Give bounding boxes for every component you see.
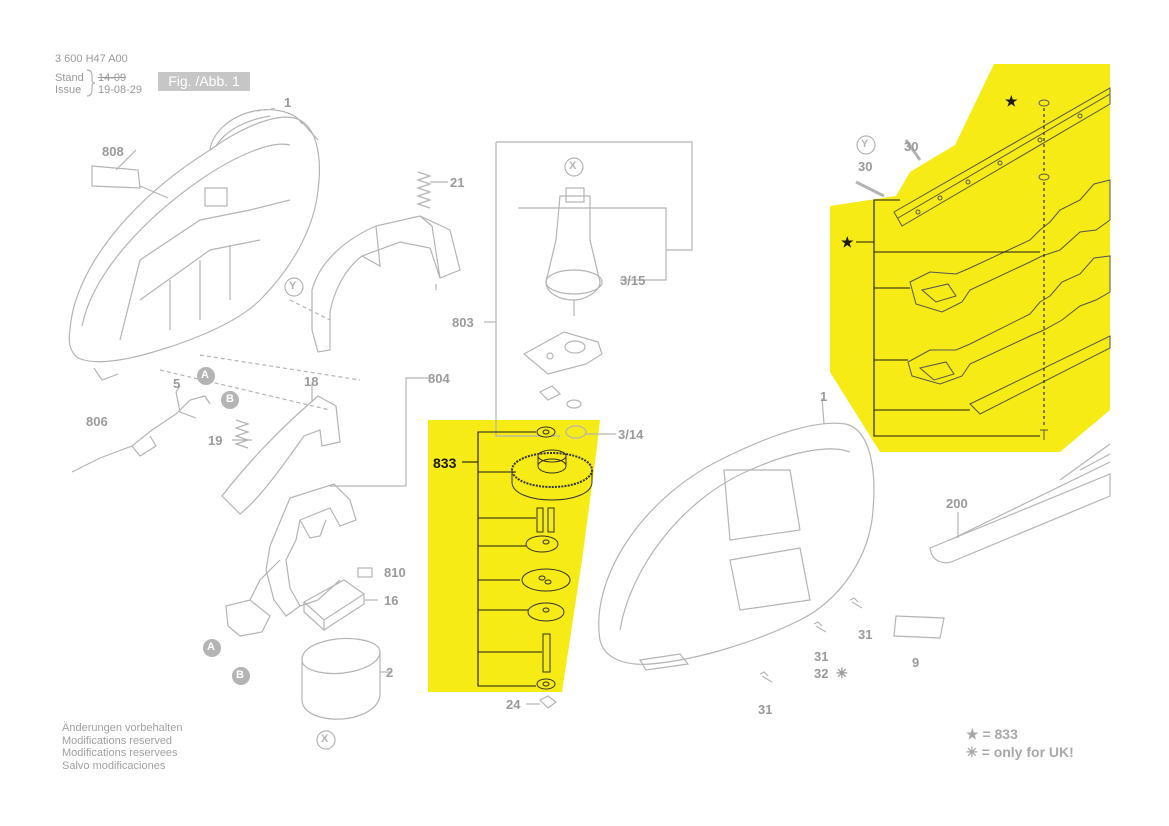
callout-x-top: X bbox=[569, 160, 577, 172]
uk-asterisk-icon: ✳ bbox=[836, 665, 848, 681]
callout-21: 21 bbox=[450, 175, 465, 190]
legend-asterisk-text: = only for UK! bbox=[981, 744, 1074, 760]
callout-31-a: 31 bbox=[858, 627, 873, 642]
callout-x-bottom: X bbox=[321, 733, 329, 745]
callout-30-b: 30 bbox=[858, 159, 873, 174]
switch-assembly bbox=[265, 483, 357, 617]
note-fr: Modifications reservees bbox=[62, 747, 178, 759]
housing-right bbox=[598, 422, 875, 665]
callout-y-left: Y bbox=[289, 280, 297, 292]
callout-y-right: Y bbox=[861, 138, 869, 150]
callout-3-14: 3/14 bbox=[618, 427, 644, 442]
trigger-18 bbox=[221, 395, 341, 515]
callout-3-15: 3/15 bbox=[620, 273, 646, 288]
blade-guard-200 bbox=[929, 473, 1111, 564]
highlight-blade-group bbox=[830, 64, 1110, 452]
callout-24: 24 bbox=[506, 697, 521, 712]
note-es: Salvo modificaciones bbox=[62, 759, 166, 772]
legend-star-icon: ★ bbox=[966, 726, 979, 742]
callout-16: 16 bbox=[384, 593, 399, 608]
callout-a-1: A bbox=[201, 369, 209, 381]
callout-31-b: 31 bbox=[814, 649, 829, 664]
connector-block-16 bbox=[302, 579, 366, 632]
bearing-plate bbox=[522, 331, 603, 375]
callout-18: 18 bbox=[304, 374, 319, 389]
document-number: 3 600 H47 A00 bbox=[55, 53, 128, 65]
issue-date: 19-08-29 bbox=[98, 84, 143, 96]
stand-date: 14-09 bbox=[98, 72, 127, 84]
callout-804: 804 bbox=[428, 371, 450, 386]
star-icon-group: ★ bbox=[841, 234, 854, 250]
note-en: Modifications reserved bbox=[62, 734, 173, 747]
callout-806: 806 bbox=[86, 414, 108, 429]
callout-2: 2 bbox=[386, 665, 394, 680]
legend-row-asterisk: ✳ = only for UK! bbox=[966, 744, 1074, 761]
spring-21 bbox=[416, 171, 432, 209]
callout-1-right: 1 bbox=[820, 389, 828, 404]
callout-32: 32 bbox=[814, 666, 829, 681]
callout-1: 1 bbox=[284, 95, 292, 110]
armature-3-15 bbox=[545, 195, 601, 301]
callout-808: 808 bbox=[102, 144, 124, 159]
figure-label: Fig. /Abb. 1 bbox=[158, 72, 250, 91]
legend-star-text: = 833 bbox=[982, 726, 1018, 742]
callout-810: 810 bbox=[384, 565, 406, 580]
issue-label: Issue bbox=[55, 84, 82, 96]
callout-b-1: B bbox=[226, 393, 234, 405]
callout-803: 803 bbox=[452, 315, 474, 330]
blade-lower bbox=[907, 255, 1111, 385]
callout-b-2: B bbox=[236, 669, 244, 681]
legend-asterisk-icon: ✳ bbox=[966, 744, 978, 760]
legend-row-star: ★ = 833 bbox=[966, 726, 1018, 743]
callout-31-c: 31 bbox=[758, 702, 773, 717]
star-icon-top: ★ bbox=[1005, 93, 1018, 109]
callout-a-2: A bbox=[207, 641, 215, 653]
callout-9: 9 bbox=[912, 655, 920, 670]
bracket-804 bbox=[311, 215, 461, 353]
callout-200: 200 bbox=[946, 496, 968, 511]
cable-806 bbox=[71, 395, 211, 473]
callout-5: 5 bbox=[173, 376, 181, 391]
modification-notes: Änderungen vorbehalten Modifications res… bbox=[62, 722, 182, 772]
housing-left-shell bbox=[68, 116, 320, 363]
callout-19: 19 bbox=[208, 433, 223, 448]
callout-30-a: 30 bbox=[904, 139, 919, 154]
stator-2 bbox=[301, 637, 381, 720]
highlight-gear-group bbox=[428, 420, 600, 692]
stand-label: Stand bbox=[55, 72, 84, 84]
note-de: Änderungen vorbehalten bbox=[62, 722, 183, 734]
blade-bar-30 bbox=[893, 87, 1111, 227]
guide-strip bbox=[969, 335, 1111, 415]
callout-833: 833 bbox=[433, 455, 457, 471]
blade-upper bbox=[909, 179, 1111, 313]
spring-19 bbox=[234, 419, 250, 449]
